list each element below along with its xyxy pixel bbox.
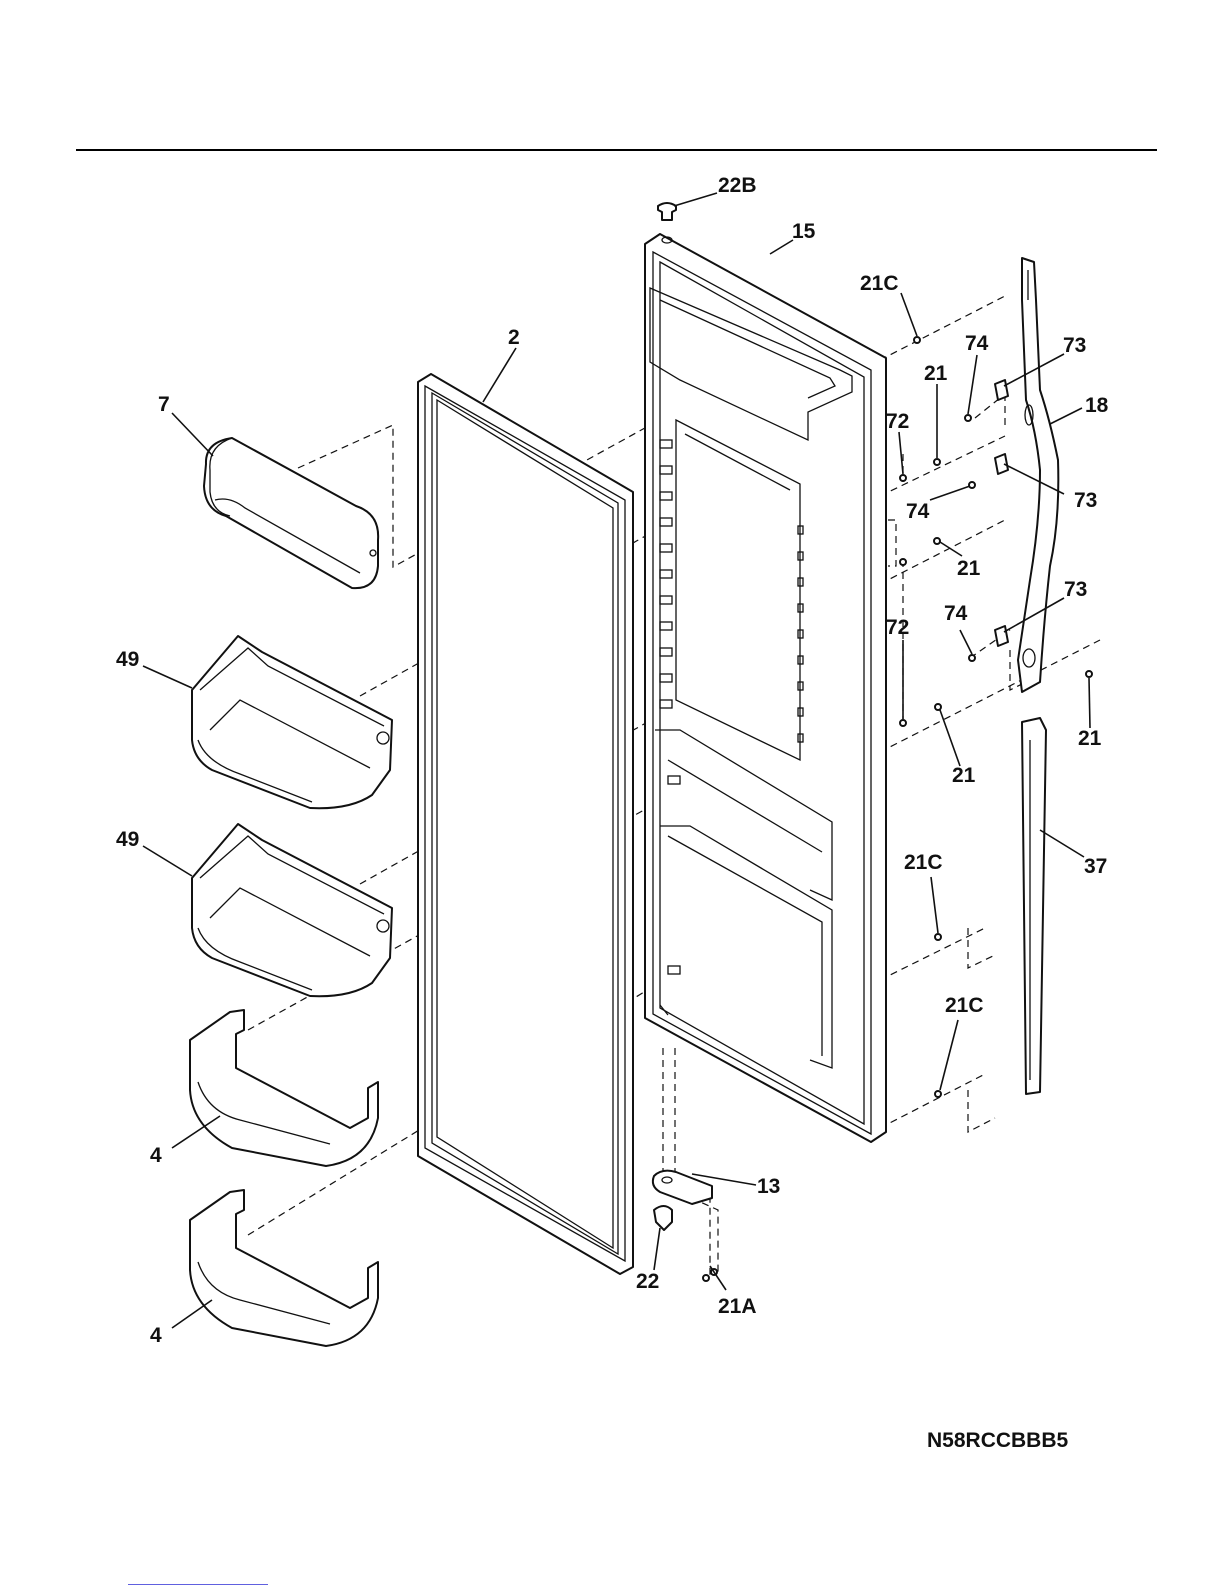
model-code: N58RCCBBB5 — [927, 1429, 1069, 1452]
callout-74-c: 74 — [944, 602, 968, 625]
handle-clips — [995, 380, 1008, 646]
callout-21C-mid: 21C — [904, 851, 943, 874]
callout-21-b: 21 — [957, 557, 981, 580]
callout-7: 7 — [158, 393, 170, 416]
door-gasket — [418, 374, 633, 1274]
callout-49-b: 49 — [116, 828, 139, 851]
door-bin-upper — [192, 636, 392, 808]
callout-2: 2 — [508, 326, 520, 349]
hinge-pin-22b — [658, 203, 676, 220]
door-liner — [645, 234, 886, 1142]
callout-21C-low: 21C — [945, 994, 984, 1017]
callout-21-c: 21 — [1078, 727, 1102, 750]
door-bin-lower — [192, 824, 392, 996]
callout-21C-top: 21C — [860, 272, 899, 295]
dairy-bin — [204, 438, 378, 588]
callout-21-a: 21 — [924, 362, 948, 385]
callout-73-b: 73 — [1074, 489, 1097, 512]
callout-37: 37 — [1084, 855, 1107, 878]
callout-49-a: 49 — [116, 648, 139, 671]
callout-72-a: 72 — [886, 410, 909, 433]
door-rail-upper — [190, 1010, 378, 1166]
callout-73-a: 73 — [1063, 334, 1086, 357]
callout-18: 18 — [1085, 394, 1109, 417]
hinge-bushing — [654, 1206, 672, 1230]
callout-4-a: 4 — [150, 1144, 162, 1167]
callout-74-a: 74 — [965, 332, 989, 355]
door-handle — [1018, 258, 1058, 692]
callout-15: 15 — [792, 220, 816, 243]
callout-21A: 21A — [718, 1295, 757, 1318]
callout-72-b: 72 — [886, 616, 909, 639]
callout-22B: 22B — [718, 174, 757, 197]
callout-4-b: 4 — [150, 1324, 162, 1347]
callout-13: 13 — [757, 1175, 780, 1198]
callout-74-b: 74 — [906, 500, 930, 523]
handle-trim — [1022, 718, 1046, 1094]
callout-21-d: 21 — [952, 764, 976, 787]
callout-22: 22 — [636, 1270, 659, 1293]
callout-73-c: 73 — [1064, 578, 1087, 601]
